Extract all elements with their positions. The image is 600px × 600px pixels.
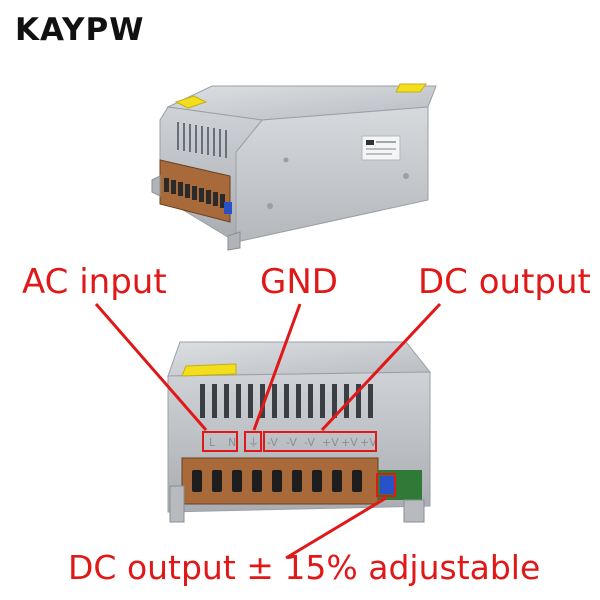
adjustable-pointer — [285, 496, 387, 560]
top-screw — [283, 157, 289, 163]
top-photo — [151, 83, 437, 251]
bottom-photo: L N ⏚ -V -V -V +V +V +V — [167, 341, 432, 523]
terminal-mark: ⏚ — [248, 436, 259, 449]
top-warning-label — [395, 83, 427, 93]
ac-input-pointer — [94, 303, 208, 431]
pot-box — [376, 473, 396, 497]
top-screw — [267, 203, 273, 209]
brand-logo: KAYPW — [15, 12, 145, 48]
top-vents — [177, 122, 227, 158]
top-warning-label — [174, 95, 208, 109]
terminal-mark: +V — [322, 436, 339, 449]
bottom-warning-label — [181, 363, 237, 377]
bottom-terminal-screws — [192, 470, 362, 492]
ac-input-box — [202, 431, 238, 452]
bottom-foot — [403, 499, 425, 523]
gnd-box — [244, 431, 262, 452]
dc-output-label: DC output — [418, 262, 591, 302]
top-foot — [151, 175, 161, 197]
terminal-mark: -V — [304, 436, 315, 449]
terminal-mark: +V — [360, 436, 377, 449]
annotations — [94, 302, 442, 560]
terminal-mark: -V — [286, 436, 297, 449]
dc-output-pointer — [320, 302, 442, 432]
bottom-pot — [380, 476, 394, 494]
top-product-sticker — [361, 135, 401, 161]
dc-output-box — [263, 431, 377, 452]
top-terminal-screws — [164, 178, 225, 208]
terminal-mark: L — [209, 436, 216, 449]
terminal-mark: -V — [267, 436, 278, 449]
ac-input-label: AC input — [22, 262, 167, 302]
terminal-markings: L N ⏚ -V -V -V +V +V +V — [209, 436, 377, 449]
terminal-mark: +V — [341, 436, 358, 449]
top-foot — [227, 231, 241, 251]
gnd-pointer — [252, 303, 302, 431]
dc-adjustable-label: DC output ± 15% adjustable — [68, 548, 541, 587]
gnd-label: GND — [260, 262, 338, 302]
top-case-side — [235, 106, 429, 243]
top-screw — [403, 173, 409, 179]
bottom-vents — [200, 384, 373, 418]
terminal-mark: N — [228, 436, 236, 449]
top-pot — [224, 202, 232, 214]
bottom-foot — [169, 485, 185, 523]
